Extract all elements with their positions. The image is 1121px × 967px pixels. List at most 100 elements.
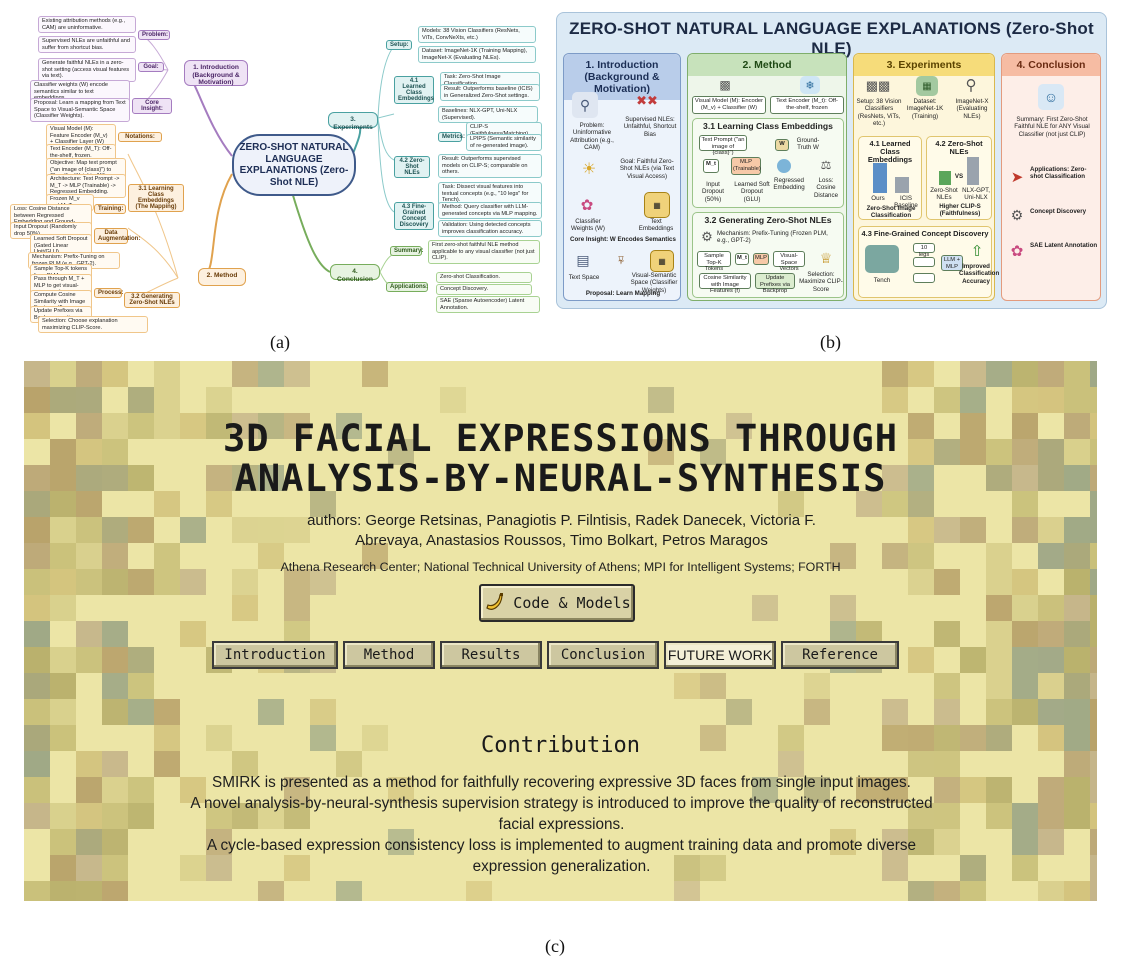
poster-column-header: 2. Method [688, 54, 846, 77]
camouflage-tile [1012, 855, 1038, 881]
camouflage-tile [960, 439, 986, 465]
camouflage-tile [1012, 387, 1038, 413]
poster-card-title: 3.2 Generating Zero-Shot NLEs [704, 215, 832, 225]
pixel-camouflage-background [24, 361, 1097, 901]
camouflage-tile [24, 517, 50, 543]
poster-text: Ours [871, 195, 885, 202]
camouflage-tile [960, 387, 986, 413]
camouflage-tile [180, 621, 206, 647]
camouflage-tile [986, 777, 1012, 803]
tab-reference[interactable]: Reference [781, 641, 899, 669]
camouflage-tile [258, 413, 284, 439]
mindmap-leaf: Baselines: NLX-GPT, Uni-NLX (Supervised)… [438, 106, 538, 124]
camouflage-tile [1038, 517, 1064, 543]
tab-future-work[interactable]: FUTURE WORK [664, 641, 776, 669]
camouflage-tile [50, 855, 76, 881]
camouflage-tile [1038, 829, 1064, 855]
camouflage-tile [180, 517, 206, 543]
camouflage-tile [232, 413, 258, 439]
poster-text: Dataset: ImageNet-1K (Training) [906, 98, 944, 120]
camouflage-tile [700, 855, 726, 881]
poster-column-conclusion: 4. Conclusion ☺ Summary: First Zero-Shot… [1001, 53, 1101, 301]
code-and-models-button[interactable]: Code & Models [479, 584, 635, 622]
camouflage-tile [154, 569, 180, 595]
mindmap-leaf: Concept Discovery. [436, 284, 532, 295]
mindmap-leaf: Supervised NLEs are unfaithful and suffe… [38, 36, 136, 54]
mindmap-sub-3-2: 3.2 Generating Zero-Shot NLEs [124, 292, 180, 308]
camouflage-tile [232, 595, 258, 621]
poster-text: Setup: 38 Vision Classifiers (ResNets, V… [856, 98, 902, 128]
camouflage-tile [986, 699, 1012, 725]
bridge-icon: ⍫ [617, 252, 625, 267]
camouflage-tile [24, 699, 50, 725]
camouflage-tile [1038, 699, 1064, 725]
camouflage-tile [24, 803, 50, 829]
camouflage-tile [336, 413, 362, 439]
camouflage-tile [206, 413, 232, 439]
camouflage-tile [102, 413, 128, 439]
mindmap-leaf: Generate faithful NLEs in a zero-shot se… [38, 58, 136, 83]
caption-b: (b) [820, 332, 841, 352]
poster-text: NLX-GPT, Uni-NLX [962, 187, 990, 202]
search-document-icon: ⚲ [572, 92, 598, 118]
poster-text: Text Space [568, 274, 600, 281]
camouflage-tile [180, 569, 206, 595]
tab-method[interactable]: Method [343, 641, 435, 669]
mindmap-branch-method: 2. Method [198, 268, 246, 286]
camouflage-tile [648, 387, 674, 413]
camouflage-tile [1038, 465, 1064, 491]
tab-introduction[interactable]: Introduction [212, 641, 338, 669]
contribution-text: SMIRK is presented as a method for faith… [184, 772, 939, 877]
poster-box: LLM + MLP [941, 255, 963, 271]
camouflage-tile [1090, 517, 1097, 543]
poster-text: Input Dropout (50%) [701, 181, 724, 203]
camouflage-tile [1064, 725, 1090, 751]
tab-conclusion[interactable]: Conclusion [547, 641, 659, 669]
camouflage-tile [882, 491, 908, 517]
camouflage-tile [752, 777, 778, 803]
camouflage-tile [804, 699, 830, 725]
camouflage-tile [154, 361, 180, 387]
camouflage-tile [102, 777, 128, 803]
camouflage-tile [934, 829, 960, 855]
camouflage-tile [50, 881, 76, 901]
poster-card-title: 4.3 Fine-Grained Concept Discovery [861, 229, 989, 238]
camouflage-tile [154, 699, 180, 725]
camouflage-tile [258, 699, 284, 725]
camouflage-tile [128, 803, 154, 829]
caption-c: (c) [545, 936, 565, 956]
camouflage-tile [362, 725, 388, 751]
camouflage-tile [76, 517, 102, 543]
camouflage-tile [1090, 725, 1097, 751]
camouflage-tile [960, 855, 986, 881]
mindmap-connectors [127, 35, 395, 301]
camouflage-tile [908, 569, 934, 595]
camouflage-tile [50, 465, 76, 491]
poster-text: Applications: Zero-shot Classification [1030, 166, 1087, 181]
camouflage-tile [154, 725, 180, 751]
camouflage-tile [700, 439, 726, 465]
camouflage-tile [388, 439, 414, 465]
poster-panel: ZERO-SHOT NATURAL LANGUAGE EXPLANATIONS … [556, 12, 1107, 309]
presenter-icon: ☺ [1038, 84, 1064, 110]
poster-card-title: 4.2 Zero-Shot NLEs [935, 139, 983, 157]
camouflage-tile [128, 673, 154, 699]
mindmap-label-metrics: Metrics: [438, 132, 465, 142]
camouflage-tile [128, 517, 154, 543]
poster-column-introduction: 1. Introduction (Background & Motivation… [563, 53, 681, 301]
camouflage-tile [882, 777, 908, 803]
camouflage-tile [1038, 777, 1064, 803]
up-arrow-icon: ⇧ [970, 243, 984, 260]
camouflage-tile [830, 595, 856, 621]
camouflage-tile [1064, 439, 1090, 465]
camouflage-tile [986, 361, 1012, 387]
camouflage-tile [882, 855, 908, 881]
camouflage-tile [1064, 673, 1090, 699]
camouflage-tile [934, 803, 960, 829]
camouflage-tile [1064, 881, 1090, 901]
tab-results[interactable]: Results [440, 641, 542, 669]
camouflage-tile [24, 387, 50, 413]
camouflage-tile [206, 803, 232, 829]
camouflage-tile [336, 881, 362, 901]
camouflage-tile [102, 829, 128, 855]
